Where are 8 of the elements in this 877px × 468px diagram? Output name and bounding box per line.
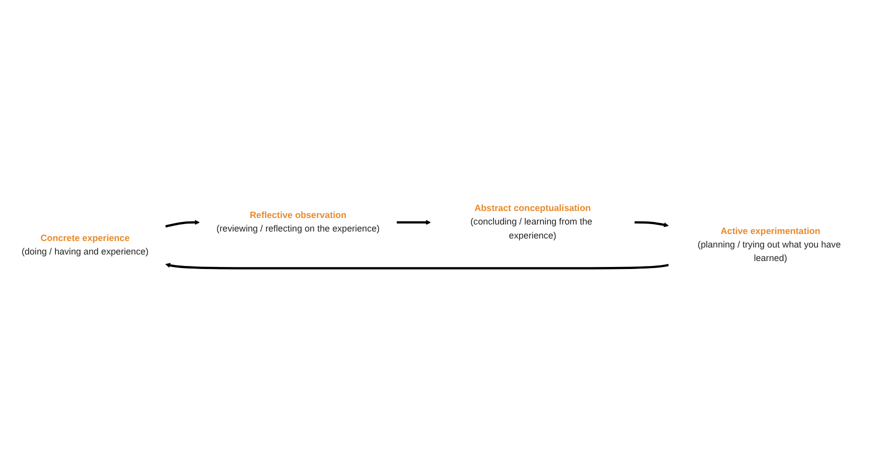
arrow bbox=[165, 263, 669, 270]
node-text: Concrete experience (doing / having and experience) bbox=[22, 234, 149, 257]
node-text: Reflective observation (reviewing / reflecting on the experience) bbox=[216, 210, 380, 234]
arrow bbox=[396, 220, 431, 226]
node-text: Active experimentation (planning / trying out what you have learned) bbox=[698, 226, 841, 264]
arrow bbox=[165, 220, 200, 228]
arrow bbox=[634, 221, 669, 228]
node-text: Abstract conceptualisation (concluding / learning from the experience) bbox=[470, 204, 592, 241]
